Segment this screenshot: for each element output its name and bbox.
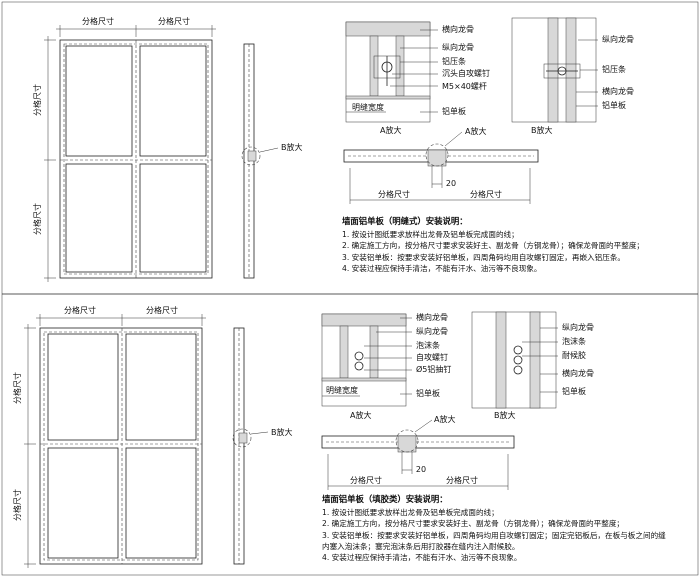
top-dim-label-1: 分格尺寸: [82, 16, 114, 26]
bottom-install-notes: 墙面铝单板（填胶类）安装说明： 1. 按设计图纸要求放样出龙骨及铝单板完成面的线…: [322, 494, 694, 563]
callout-circle: [425, 143, 449, 167]
panel: [65, 163, 133, 273]
detail-a-caption: A放大: [350, 410, 371, 420]
detail-a-label: 铝单板: [416, 388, 440, 398]
detail-a-label: 纵向龙骨: [416, 326, 448, 336]
callout-circle: [395, 429, 419, 453]
detail-b-label: 铝单板: [602, 100, 626, 110]
detail-a-label: 沉头自攻螺钉: [442, 68, 490, 78]
panel: [47, 447, 119, 559]
section-dim-left: 分格尺寸: [350, 475, 382, 485]
notes-item: 2. 确定施工方向，按分格尺寸要求安装好主、副龙骨（方钢龙骨）；确保龙骨面的平整…: [342, 241, 645, 251]
detail-b-label: 纵向龙骨: [602, 34, 634, 44]
detail-b-label: 纵向龙骨: [562, 322, 594, 332]
detail-b-label: 铝单板: [562, 386, 586, 396]
detail-a-label: M5×40螺杆: [442, 81, 487, 91]
panel: [139, 45, 207, 157]
detail-a-label: 铝压条: [442, 56, 466, 66]
top-detail-b: B放大 纵向龙骨 铝压条 横向龙骨 铝单板: [511, 17, 634, 135]
bottom-detail-b: B放大 纵向龙骨 泡沫条 耐候胶 横向龙骨 铝单板: [471, 311, 594, 420]
detail-a-caption: A放大: [380, 125, 401, 135]
notes-item: 1. 按设计图纸要求放样出龙骨及铝单板完成面的线；: [322, 508, 499, 518]
top-elevation: 分格尺寸 分格尺寸 分格尺寸 分格尺寸 B放大: [32, 16, 303, 282]
detail-a-label: 纵向龙骨: [442, 42, 474, 52]
section-dim-left: 分格尺寸: [378, 189, 410, 199]
panel: [125, 333, 197, 441]
detail-b-label: 横向龙骨: [562, 368, 594, 378]
detail-b-label: 横向龙骨: [602, 86, 634, 96]
top-dim-label-2: 分格尺寸: [158, 16, 190, 26]
bottom-elevation: 分格尺寸 分格尺寸 分格尺寸 分格尺寸 B放大: [12, 305, 293, 568]
notes-title: 墙面铝单板（明缝式）安装说明：: [342, 216, 468, 226]
detail-a-label: 横向龙骨: [442, 24, 474, 34]
panel: [47, 333, 119, 441]
section-callout-label: A放大: [434, 414, 455, 424]
detail-a-label: 铝单板: [442, 106, 466, 116]
top-dim-label-1: 分格尺寸: [64, 305, 96, 315]
detail-b-label: 泡沫条: [562, 336, 586, 346]
side-callout-label: B放大: [281, 142, 303, 152]
panel: [65, 45, 133, 157]
left-dim-label-upper: 分格尺寸: [12, 372, 22, 404]
gap-dimension: 20: [416, 465, 426, 474]
notes-item: 内塞入泡沫条；塞完泡沫条后用打胶器在缝内注入耐候胶。: [322, 541, 520, 551]
notes-item: 3. 安装铝单板：按要求安装好铝单板，四周角码均用自攻螺钉固定；固定完铝板后，在…: [322, 530, 666, 540]
gap-width-label: 明缝宽度: [352, 102, 384, 112]
section-dim-right: 分格尺寸: [470, 189, 502, 199]
bottom-detail-a: 明缝宽度 A放大 横向龙骨 纵向龙骨 泡沫条 自攻螺钉 Ø5铝抽钉 铝单板: [321, 312, 451, 420]
top-detail-a: 明缝宽度 A放大 横向龙骨 纵向龙骨 铝压条 沉头自攻螺钉 M5×40螺杆 铝单…: [345, 21, 490, 135]
notes-item: 4. 安装过程应保持手清洁，不能有汗水、油污等不良现象。: [322, 553, 522, 563]
section-dim-right: 分格尺寸: [446, 475, 478, 485]
notes-item: 4. 安装过程应保持手清洁，不能有汗水、油污等不良现象。: [342, 263, 542, 273]
top-dim-label-2: 分格尺寸: [146, 305, 178, 315]
top-section: A放大 20 分格尺寸 分格尺寸: [343, 126, 539, 204]
notes-item: 3. 安装铝单板：按要求安装好铝单板，四周角码均用自攻螺钉固定，再嵌入铝压条。: [342, 252, 626, 262]
detail-b-label: 耐候胶: [562, 350, 586, 360]
callout-circle: [232, 428, 252, 448]
notes-item: 2. 确定施工方向，按分格尺寸要求安装好主、副龙骨（方钢龙骨）；确保龙骨面的平整…: [322, 519, 625, 529]
panel: [139, 163, 207, 273]
panel: [125, 447, 197, 559]
left-dim-label-lower: 分格尺寸: [12, 489, 22, 521]
detail-b-caption: B放大: [531, 125, 553, 135]
left-dim-label-lower: 分格尺寸: [32, 203, 42, 235]
section-callout-label: A放大: [465, 126, 486, 136]
gap-dimension: 20: [446, 179, 456, 188]
gap-width-label: 明缝宽度: [326, 385, 358, 395]
left-dim-label-upper: 分格尺寸: [32, 84, 42, 116]
side-callout-label: B放大: [271, 427, 293, 437]
callout-circle: [241, 146, 261, 166]
detail-b-caption: B放大: [494, 410, 516, 420]
bottom-section: A放大 20 分格尺寸 分格尺寸: [321, 414, 515, 490]
detail-a-label: 横向龙骨: [416, 312, 448, 322]
notes-title: 墙面铝单板（填胶类）安装说明：: [322, 494, 448, 504]
detail-b-label: 铝压条: [602, 64, 626, 74]
detail-a-label: 自攻螺钉: [416, 352, 448, 362]
detail-a-label: 泡沫条: [416, 340, 440, 350]
notes-item: 1. 按设计图纸要求放样出龙骨及铝单板完成面的线；: [342, 230, 519, 240]
detail-a-label: Ø5铝抽钉: [416, 364, 451, 374]
top-install-notes: 墙面铝单板（明缝式）安装说明： 1. 按设计图纸要求放样出龙骨及铝单板完成面的线…: [342, 216, 692, 274]
